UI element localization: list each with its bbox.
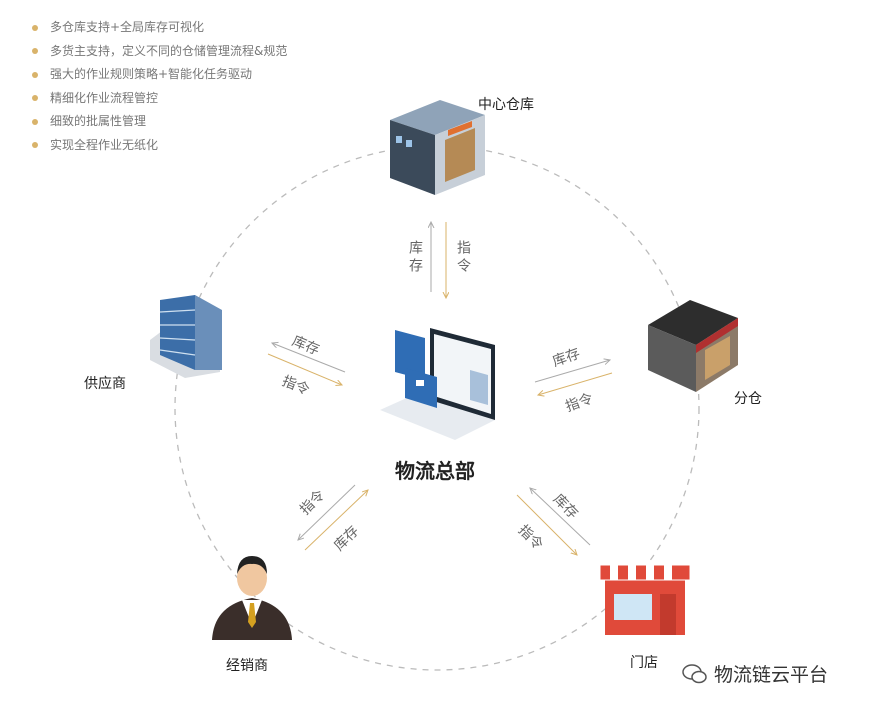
feature-item: 精细化作业流程管控 [32, 87, 287, 111]
branch-warehouse-icon [648, 300, 738, 392]
feature-text: 实现全程作业无纸化 [50, 137, 159, 152]
center-node-label: 物流总部 [395, 459, 475, 483]
node-warehouse-label: 中心仓库 [478, 97, 534, 113]
brand-name: 物流链云平台 [714, 664, 829, 686]
feature-text: 细致的批属性管理 [50, 114, 147, 128]
feature-text: 多货主支持，定义不同的仓储管理流程&规范 [50, 43, 288, 58]
flow-label-instruction: 指令 [455, 240, 471, 276]
feature-list: 多仓库支持+全局库存可视化 多货主支持，定义不同的仓储管理流程&规范 强大的作业… [32, 16, 287, 157]
arrow-inventory-bl [304, 490, 368, 551]
node-store-label: 门店 [630, 655, 658, 671]
bullet-icon [32, 118, 38, 125]
warehouse-icon [390, 100, 485, 195]
arrows [267, 222, 613, 555]
bullet-icon [32, 71, 38, 78]
arrow-instruction-bl [298, 484, 356, 540]
arrow-instruction-right [538, 372, 613, 395]
feature-item: 实现全程作业无纸化 [32, 134, 287, 158]
bullet-icon [32, 24, 38, 31]
feature-text: 精细化作业流程管控 [50, 90, 159, 105]
arrow-inventory-left [272, 343, 346, 373]
brand-watermark: 物流链云平台 [682, 660, 828, 687]
laptop-dashboard-icon [380, 328, 495, 440]
bullet-icon [32, 48, 38, 55]
office-building-icon [150, 295, 222, 378]
feature-text: 多仓库支持+全局库存可视化 [50, 20, 205, 34]
arrow-instruction-br [516, 494, 577, 555]
feature-item: 细致的批属性管理 [32, 110, 287, 134]
bullet-icon [32, 95, 38, 102]
feature-text: 强大的作业规则策略+智能化任务驱动 [50, 67, 253, 81]
bullet-icon [32, 142, 38, 149]
wechat-icon [682, 663, 707, 683]
feature-item: 多仓库支持+全局库存可视化 [32, 16, 287, 40]
node-supplier-label: 供应商 [84, 376, 126, 392]
arrow-inventory-right [534, 360, 610, 383]
person-icon [212, 556, 292, 640]
orbit-circle [174, 145, 700, 671]
store-icon [599, 564, 691, 635]
node-dealer-label: 经销商 [226, 658, 268, 674]
feature-item: 多货主支持，定义不同的仓储管理流程&规范 [32, 40, 287, 64]
arrow-inventory-br [530, 488, 591, 546]
arrow-instruction-left [267, 353, 342, 385]
flow-label-inventory: 库存 [407, 240, 423, 276]
feature-item: 强大的作业规则策略+智能化任务驱动 [32, 63, 287, 87]
node-branch-label: 分仓 [734, 391, 762, 407]
